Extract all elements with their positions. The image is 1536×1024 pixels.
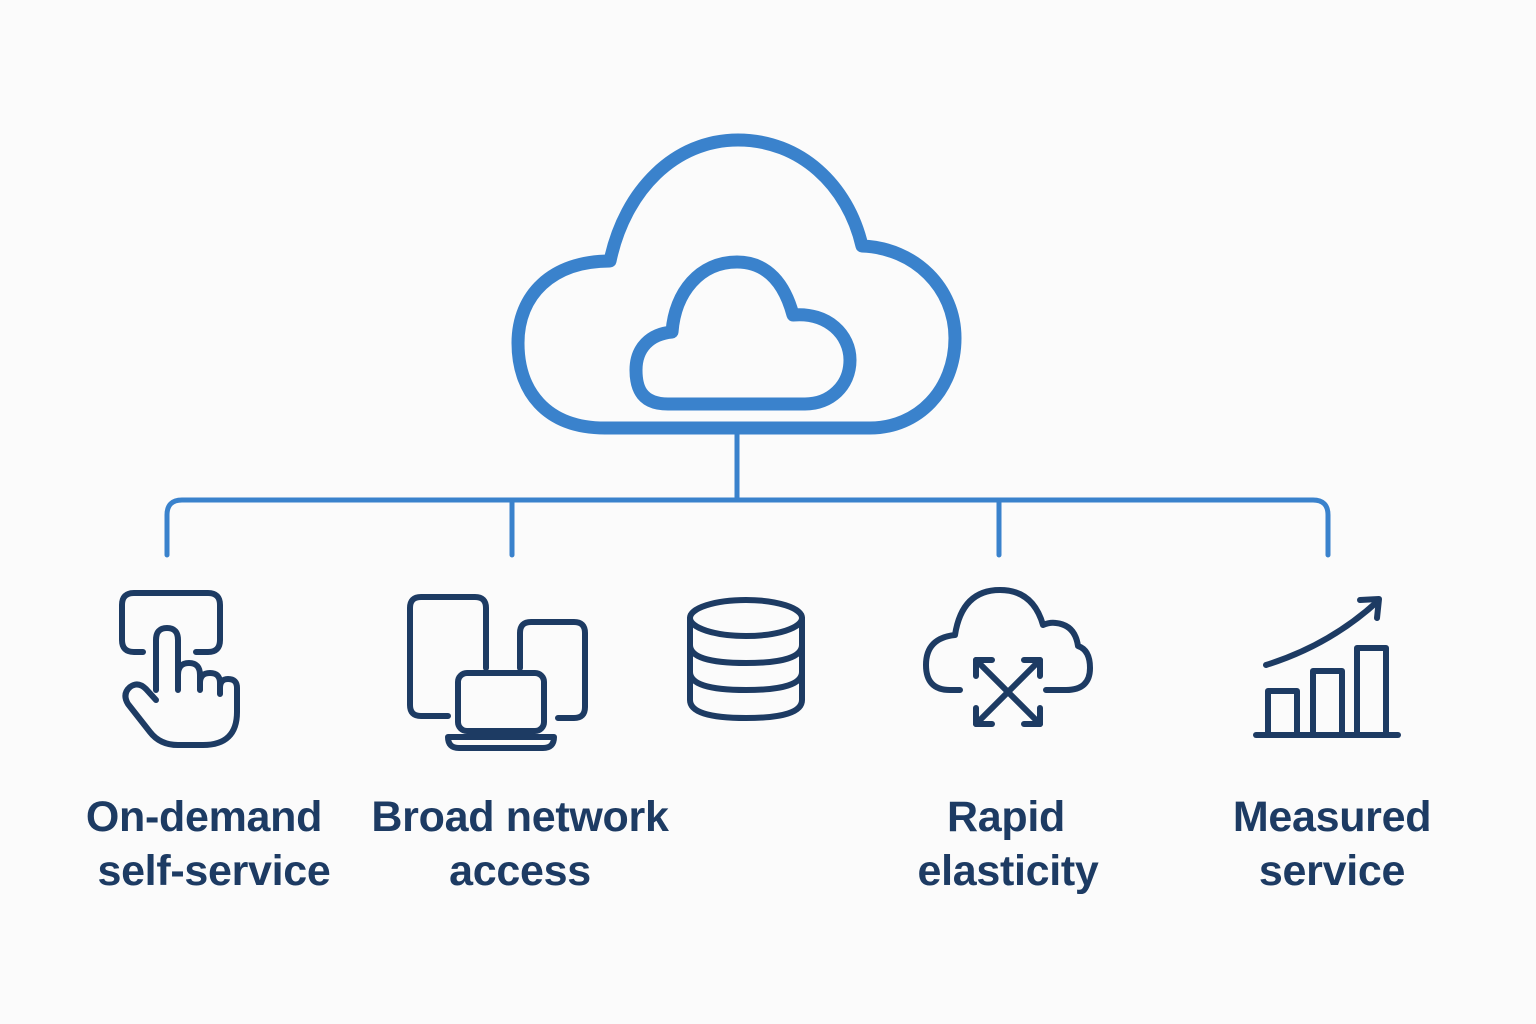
characteristic-labels: On-demand self-service Broad network acc… <box>86 793 1432 895</box>
label-on-demand-line2: self-service <box>97 847 330 895</box>
label-rapid-elasticity-line1: Rapid <box>947 793 1065 841</box>
growth-chart-icon <box>1253 596 1401 738</box>
label-on-demand-line1: On-demand <box>86 793 322 841</box>
label-measured-service-line1: Measured <box>1233 793 1431 841</box>
devices-icon <box>407 594 588 751</box>
label-measured-service-line2: service <box>1259 847 1405 895</box>
connector-lines <box>164 429 1331 558</box>
label-broad-network-line1: Broad network <box>371 793 669 841</box>
label-broad-network-line2: access <box>449 847 591 895</box>
touch-hand-icon <box>119 590 240 748</box>
cloud-expand-icon <box>923 587 1093 727</box>
database-icon <box>687 597 805 721</box>
cloud-icon <box>511 133 962 435</box>
connector-bus <box>164 497 1331 558</box>
label-rapid-elasticity-line2: elasticity <box>917 847 1098 895</box>
